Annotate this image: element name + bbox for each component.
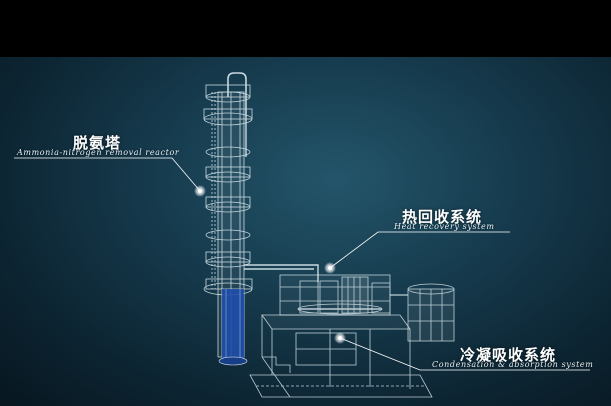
heat-recovery-unit [279,274,391,316]
diagram-scene: 脱氨塔 Ammonia-nitrogen removal reactor 热回收… [0,57,611,406]
condense-label-zh: 冷凝吸收系统 [460,346,557,364]
cooling-tower [390,283,455,342]
heat-label-zh: 热回收系统 [402,208,483,226]
condense-label-en: Condensation & absorption system [432,360,594,369]
heat-label-en: Heat recovery system [394,222,495,231]
highlight-dots [194,185,346,344]
tower-label-en: Ammonia-nitrogen removal reactor [17,148,180,157]
tower-base [218,289,248,366]
tower-label-zh: 脱氨塔 [73,134,122,152]
leader-lines [14,157,590,371]
condensation-structure [249,314,433,398]
connecting-pipes [244,117,319,282]
plant-diagram [14,72,590,398]
